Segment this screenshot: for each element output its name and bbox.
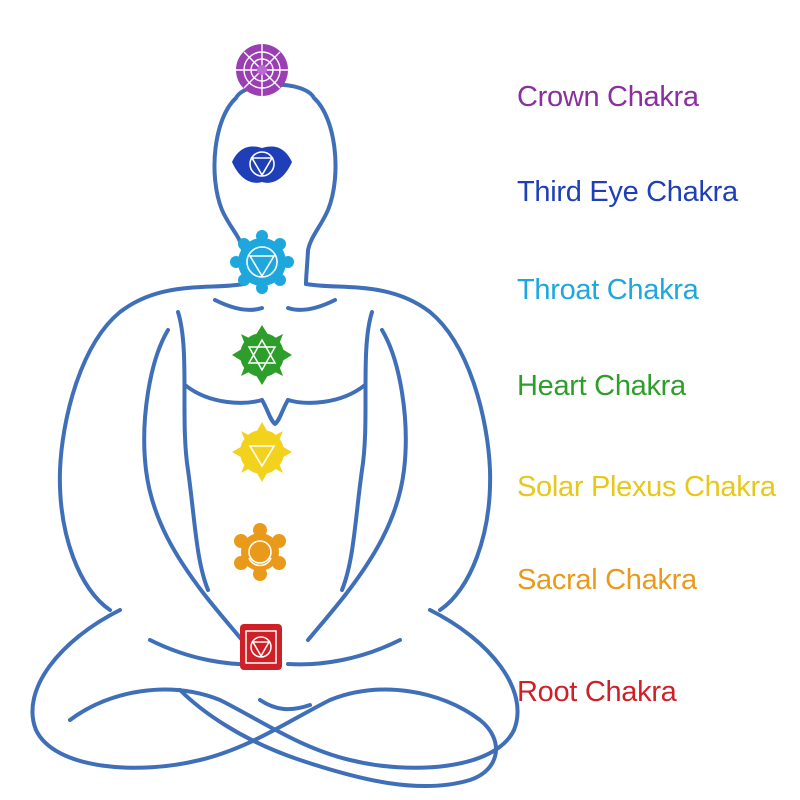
left-inner-arm: [142, 328, 244, 642]
chest-center: [260, 398, 290, 426]
root-chakra-label: Root Chakra: [517, 676, 677, 708]
root-chakra-icon: [240, 624, 282, 670]
right-arm-outline: [304, 282, 493, 612]
solar-plexus-chakra-label: Solar Plexus Chakra: [517, 471, 776, 503]
chest-left: [183, 383, 264, 405]
collar-left: [213, 298, 264, 312]
crown-chakra-label: Crown Chakra: [517, 81, 699, 113]
torso-left: [176, 310, 210, 592]
left-arm-outline: [57, 282, 246, 612]
solar-plexus-chakra-icon: [232, 422, 292, 482]
collar-right: [286, 298, 337, 312]
legs-inner: [68, 608, 520, 770]
feet-line: [258, 698, 312, 712]
torso-right: [340, 310, 374, 592]
throat-chakra-label: Throat Chakra: [517, 274, 699, 306]
throat-chakra-icon: [230, 230, 294, 294]
right-inner-arm: [306, 328, 408, 642]
chest-right: [286, 383, 367, 405]
heart-chakra-label: Heart Chakra: [517, 370, 686, 402]
sacral-chakra-icon: [234, 523, 286, 581]
crown-chakra-icon: [236, 44, 288, 96]
third-eye-chakra-icon: [232, 146, 292, 183]
heart-chakra-icon: [232, 325, 292, 385]
sacral-chakra-label: Sacral Chakra: [517, 564, 697, 596]
legs-outline: [30, 608, 498, 789]
third-eye-chakra-label: Third Eye Chakra: [517, 176, 738, 208]
